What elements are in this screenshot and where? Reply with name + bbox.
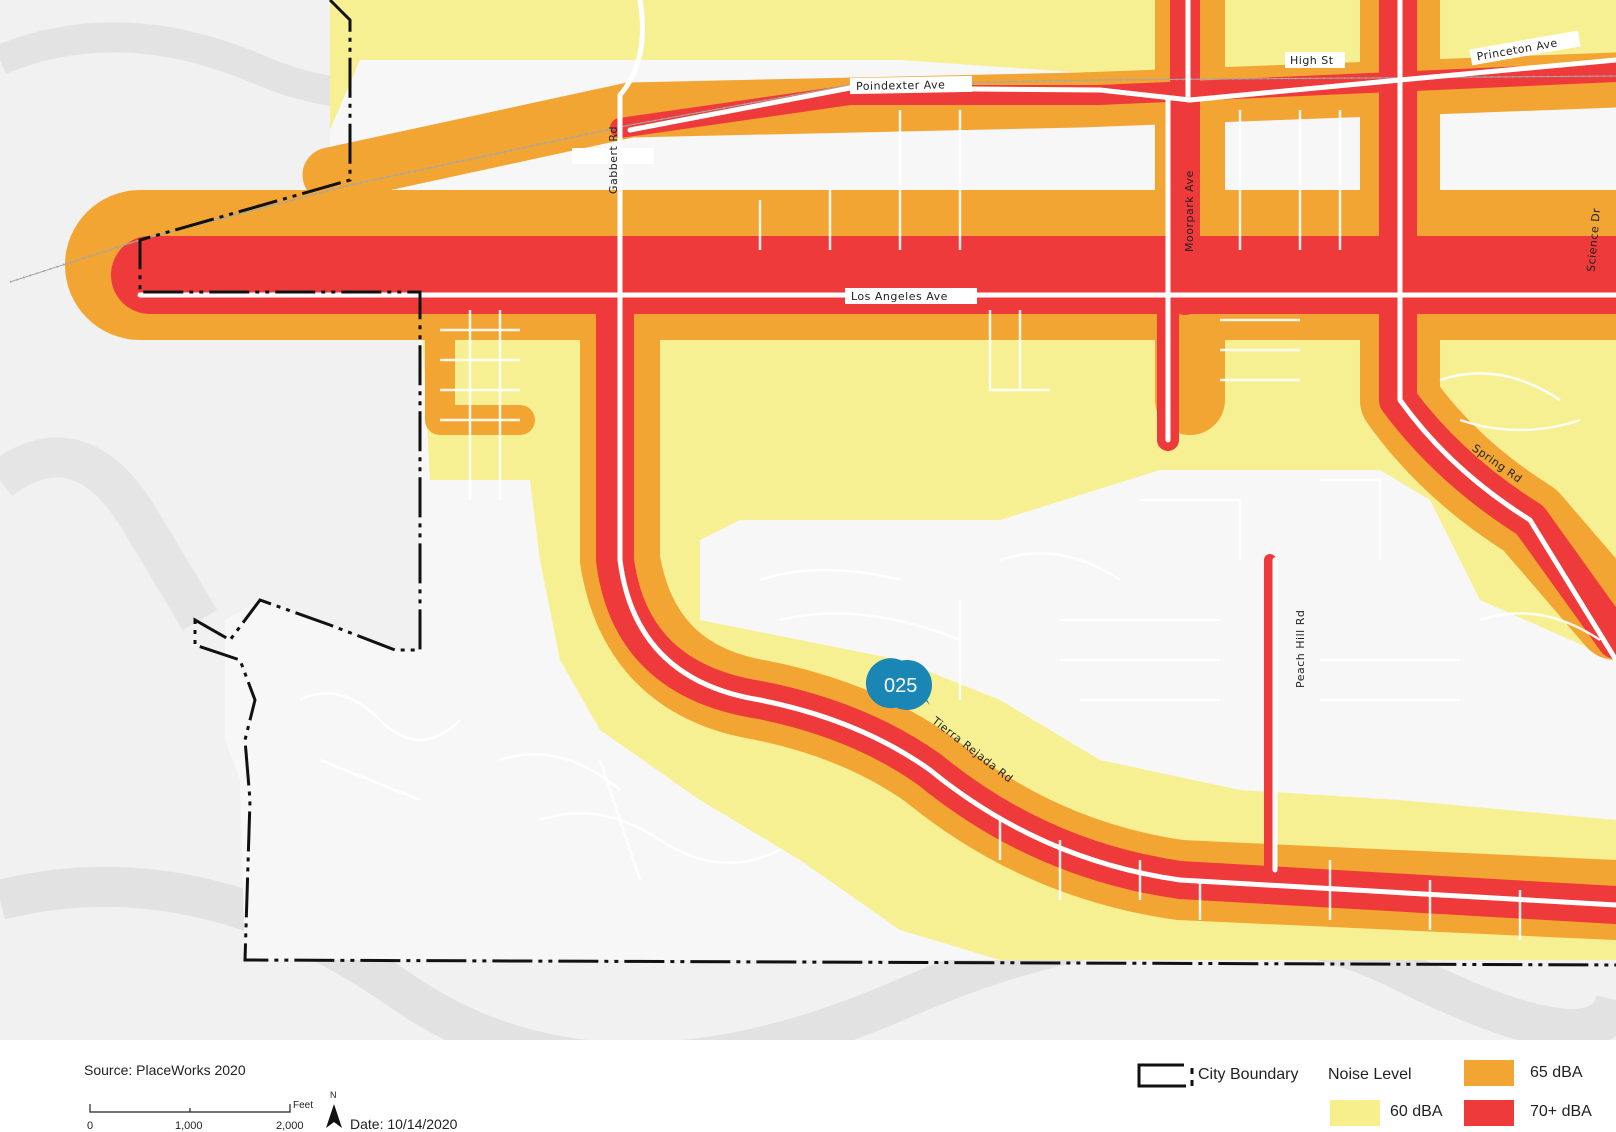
- local-streets: [299, 110, 1601, 940]
- legend-label-65: 65 dBA: [1530, 1064, 1583, 1081]
- location-marker[interactable]: 025: [865, 658, 932, 710]
- north-arrow-icon: [326, 1104, 342, 1128]
- map-date: Date: 10/14/2020: [350, 1116, 458, 1132]
- scale-tick-2000: 2,000: [276, 1120, 304, 1132]
- scale-tick-0: 0: [87, 1120, 94, 1132]
- legend-swatch-60: [1330, 1100, 1380, 1126]
- road-label-science: Science Dr: [1585, 207, 1604, 272]
- road-label-gabbert: Gabbert Rd: [607, 126, 620, 194]
- map-footer: Source: PlaceWorks 2020 0 1,000 2,000 Fe…: [0, 1040, 1616, 1132]
- major-roads: [137, 0, 1616, 908]
- legend-city-boundary-label: City Boundary: [1198, 1066, 1299, 1083]
- north-label: N: [330, 1090, 337, 1100]
- legend-label-60: 60 dBA: [1390, 1103, 1443, 1120]
- source-text: Source: PlaceWorks 2020: [84, 1062, 246, 1078]
- legend-noise-title: Noise Level: [1328, 1066, 1412, 1083]
- city-boundary: [138, 0, 1616, 967]
- city-boundary-legend-icon: [1137, 1063, 1194, 1088]
- scale-unit: Feet: [293, 1100, 314, 1111]
- marker-label: 025: [884, 675, 917, 697]
- legend-swatch-65: [1464, 1060, 1514, 1086]
- legend-label-70: 70+ dBA: [1530, 1103, 1592, 1120]
- terrain-shade: [0, 437, 218, 631]
- noise-map: Poindexter Ave High St Princeton Ave Gab…: [0, 0, 1616, 1040]
- noise-zone-60: [330, 0, 1616, 960]
- scale-bar: [89, 1104, 291, 1113]
- road-label-moorpark: Moorpark Ave: [1183, 170, 1196, 252]
- road-label-peach-hill: Peach Hill Rd: [1294, 610, 1307, 688]
- scale-tick-1000: 1,000: [175, 1120, 203, 1132]
- road-label-poindexter: Poindexter Ave: [856, 78, 946, 93]
- marker-circle[interactable]: [882, 660, 932, 710]
- road-label-los-angeles: Los Angeles Ave: [851, 290, 948, 303]
- legend-swatch-70: [1464, 1100, 1514, 1126]
- road-label-high-st: High St: [1290, 54, 1334, 67]
